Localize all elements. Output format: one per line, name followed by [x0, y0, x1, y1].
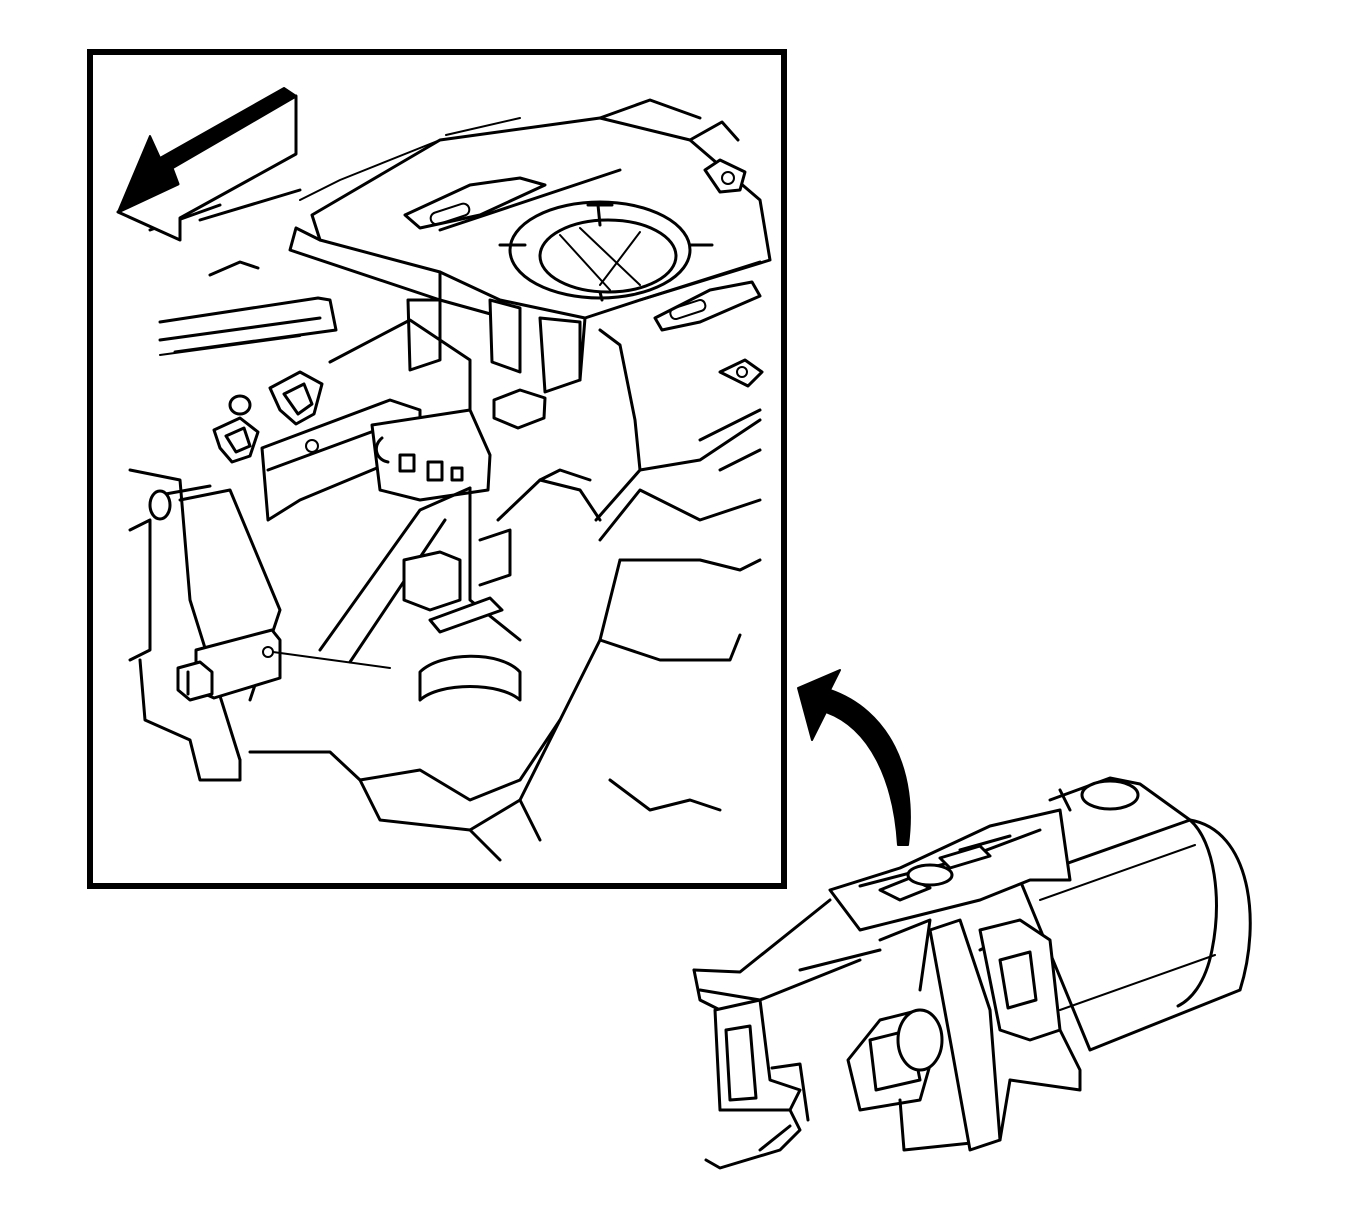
cross-car-beam — [828, 808, 1072, 932]
duct-housing — [1018, 776, 1252, 1052]
detail-inset — [87, 49, 787, 889]
side-rail — [148, 188, 338, 356]
direction-arrow-icon — [116, 87, 298, 242]
instrument-panel-carrier — [692, 776, 1252, 1170]
center-column-supports — [798, 918, 1082, 1152]
electrical-connector — [176, 628, 391, 702]
center-support — [328, 298, 762, 542]
lower-channel — [248, 408, 762, 862]
left-lower-panel — [128, 468, 391, 782]
curved-callout-arrow-icon — [797, 669, 911, 846]
left-end-bracket — [692, 898, 862, 1170]
vent-opening — [498, 200, 714, 302]
grommets — [212, 370, 324, 464]
carrier-beam-top — [288, 98, 772, 388]
mounting-bracket — [260, 388, 547, 522]
